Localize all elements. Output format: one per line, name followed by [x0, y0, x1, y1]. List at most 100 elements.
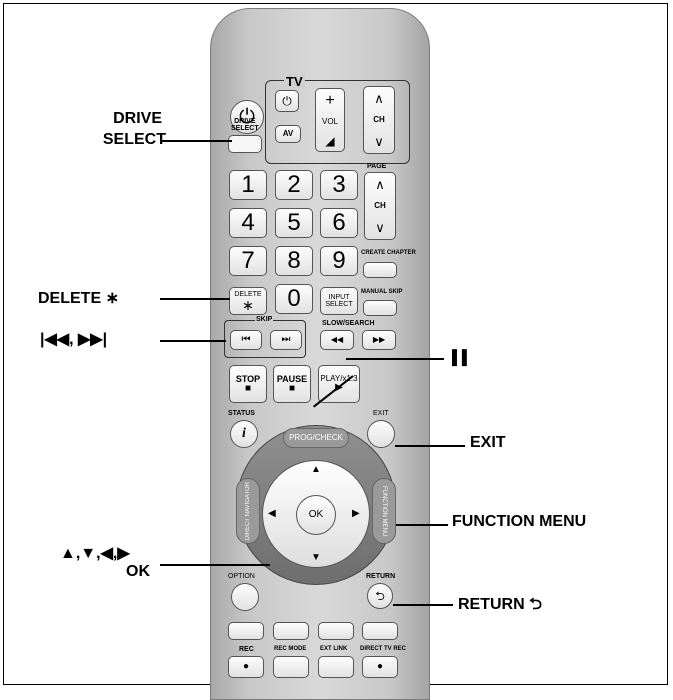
pause-label: PAUSE [276, 373, 308, 384]
callout-line-drive-select [160, 140, 232, 142]
direct-navigator-button[interactable]: DIRECT NAVIGATOR [236, 478, 260, 544]
callout-return: RETURN ⮌ [458, 596, 542, 613]
callout-line-function-menu [396, 524, 448, 526]
number-7-button[interactable]: 7 [229, 246, 267, 276]
vol-button[interactable]: + VOL ◢ [315, 88, 345, 152]
skip-label: SKIP [255, 316, 274, 323]
callout-line-delete [160, 298, 230, 300]
function-menu-button[interactable]: FUNCTION MENU [372, 478, 396, 544]
play-label: PLAY/x1.3 [320, 374, 358, 383]
number-6-button[interactable]: 6 [320, 208, 358, 238]
color-button-1[interactable] [228, 622, 264, 640]
return-remote-label: RETURN [366, 573, 396, 580]
tv-ch-button[interactable]: ∧ CH ∨ [363, 86, 395, 154]
create-chapter-label: CREATE CHAPTER [361, 250, 416, 256]
callout-line-exit [395, 445, 465, 447]
stop-label: STOP [235, 373, 261, 384]
prog-check-label: PROG/CHECK [289, 433, 343, 442]
number-4-button[interactable]: 4 [229, 208, 267, 238]
rec-mode-label: REC MODE [274, 646, 307, 652]
delete-label: DELETE [234, 290, 262, 298]
delete-star-icon: ∗ [242, 296, 254, 313]
tv-label: TV [284, 74, 305, 89]
page-down-icon: ∨ [375, 219, 385, 235]
tv-ch-label: CH [373, 114, 385, 124]
callout-delete: DELETE ∗ [38, 290, 119, 307]
input-select-button[interactable]: INPUT SELECT [320, 287, 358, 315]
rec-dot-icon: ● [242, 661, 250, 672]
direct-tv-rec-dot-icon: ● [376, 661, 384, 672]
tv-control-box [265, 80, 410, 164]
number-9-button[interactable]: 9 [320, 246, 358, 276]
option-label: OPTION [228, 573, 255, 580]
number-1-button[interactable]: 1 [229, 170, 267, 200]
create-chapter-button[interactable] [363, 262, 397, 278]
input-label: INPUT [328, 294, 350, 301]
option-button[interactable] [231, 583, 259, 611]
tv-power-button[interactable]: ⏻ [275, 90, 299, 112]
function-menu-remote-label: FUNCTION MENU [381, 485, 387, 537]
ch-down-icon: ∨ [374, 133, 384, 149]
slow-search-label: SLOW/SEARCH [322, 320, 375, 327]
pause-button[interactable]: PAUSE ■ [273, 365, 311, 403]
callout-function-menu: FUNCTION MENU [452, 513, 587, 530]
pause-icon: ■ [288, 382, 296, 394]
number-5-button[interactable]: 5 [275, 208, 313, 238]
manual-skip-label: MANUAL SKIP [361, 289, 403, 295]
up-arrow-icon[interactable]: ▲ [311, 464, 321, 475]
left-arrow-icon[interactable]: ◀ [268, 508, 276, 519]
right-arrow-icon[interactable]: ▶ [352, 508, 360, 519]
vol-wedge-icon: ◢ [325, 133, 335, 148]
rec-label: REC [239, 646, 254, 653]
vol-plus-icon: + [325, 92, 335, 110]
power-button[interactable] [230, 100, 264, 134]
callout-line-pause [346, 358, 444, 360]
callout-line-skip [160, 340, 226, 342]
drive-select-button[interactable] [228, 135, 262, 153]
direct-tv-rec-label: DIRECT TV REC [360, 646, 407, 652]
exit-button[interactable] [367, 420, 395, 448]
down-arrow-icon[interactable]: ▼ [311, 552, 321, 563]
power-icon: ⏻ [239, 105, 255, 128]
skip-next-button[interactable]: ⏭ [270, 330, 302, 350]
number-8-button[interactable]: 8 [275, 246, 313, 276]
av-button[interactable]: AV [275, 125, 301, 143]
color-button-2[interactable] [273, 622, 309, 640]
delete-button[interactable]: DELETE ∗ [229, 287, 267, 315]
callout-pause: ▌▌ [452, 349, 472, 365]
number-3-button[interactable]: 3 [320, 170, 358, 200]
color-button-3[interactable] [318, 622, 354, 640]
number-2-button[interactable]: 2 [275, 170, 313, 200]
page-label: PAGE [367, 163, 387, 170]
select-label: SELECT [325, 301, 353, 308]
direct-tv-rec-button[interactable]: ● [362, 656, 398, 678]
page-ch-button[interactable]: ∧ CH ∨ [364, 172, 396, 240]
rec-button[interactable]: ● [228, 656, 264, 678]
callout-skip: |◀◀, ▶▶| [40, 331, 108, 348]
page-up-icon: ∧ [375, 177, 385, 193]
slow-rev-button[interactable]: ◀◀ [320, 330, 354, 350]
skip-prev-button[interactable]: ⏮ [230, 330, 262, 350]
vol-label: VOL [321, 116, 338, 126]
ok-button[interactable]: OK [296, 495, 336, 535]
callout-drive-select: DRIVE SELECT [102, 110, 166, 148]
callout-ok: OK [126, 563, 150, 580]
slow-fwd-button[interactable]: ▶▶ [362, 330, 396, 350]
prog-check-button[interactable]: PROG/CHECK [283, 428, 349, 448]
callout-exit: EXIT [470, 434, 506, 451]
ext-link-button[interactable] [318, 656, 354, 678]
stop-icon: ■ [244, 382, 252, 394]
manual-skip-button[interactable] [363, 300, 397, 316]
return-button[interactable]: ⮌ [367, 583, 393, 609]
page-ch-label: CH [374, 200, 386, 210]
number-0-button[interactable]: 0 [275, 284, 313, 314]
direct-navigator-label: DIRECT NAVIGATOR [245, 481, 251, 541]
status-label: STATUS [228, 410, 255, 417]
ext-link-label: EXT LINK [320, 646, 348, 652]
status-button[interactable]: i [230, 420, 258, 448]
exit-remote-label: EXIT [373, 410, 389, 417]
rec-mode-button[interactable] [273, 656, 309, 678]
stop-button[interactable]: STOP ■ [229, 365, 267, 403]
color-button-4[interactable] [362, 622, 398, 640]
